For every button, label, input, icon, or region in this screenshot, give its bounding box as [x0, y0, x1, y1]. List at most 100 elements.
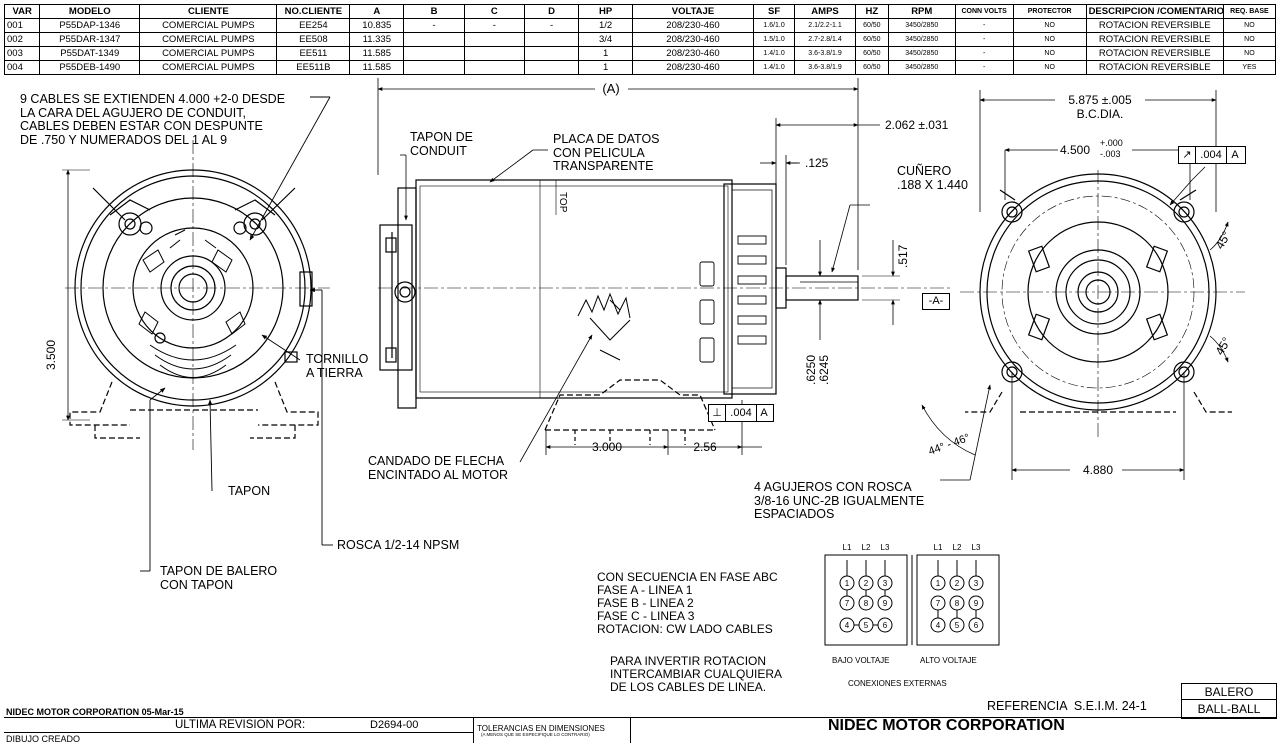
terminal-number: 2: [864, 579, 869, 588]
company-title: NIDEC MOTOR CORPORATION: [828, 717, 1065, 734]
dim-125: .125: [805, 156, 829, 170]
terminal-number: 7: [936, 599, 941, 608]
angle-45-bottom: 45°: [1212, 335, 1233, 358]
datum-ref: A: [1231, 149, 1239, 161]
rear-end-view: [62, 140, 330, 450]
spec-cell: 001: [3, 18, 41, 33]
reference-label: REFERENCIA S.E.I.M. 24-1: [987, 699, 1147, 713]
dim-2062: 2.062 ±.031: [885, 118, 949, 132]
external-connections-label: CONEXIONES EXTERNAS: [848, 679, 947, 688]
dim-6245: .6245: [817, 355, 831, 385]
perpendicular-icon: ⊥: [709, 405, 726, 421]
tolerancias-sub: (A MENOS QUE SE ESPECIFIQUE LO CONTRARIO…: [481, 732, 590, 737]
titleblock-rule: [4, 732, 473, 733]
side-view: [378, 179, 950, 445]
candado-label: CANDADO DE FLECHA ENCINTADO AL MOTOR: [368, 454, 509, 482]
datum-a-label: -A-: [922, 293, 950, 310]
terminal-number: 9: [883, 599, 888, 608]
runout-icon: ↗: [1179, 147, 1196, 163]
tapon-balero-label: TAPON DE BALERO CON TAPON: [160, 564, 278, 592]
tolerancias-label: TOLERANCIAS EN DIMENSIONES: [477, 724, 605, 733]
spec-cell: 208/230-460: [632, 60, 754, 75]
tapon-conduit-label: TAPON DE CONDUIT: [410, 130, 473, 158]
terminal-number: 4: [845, 621, 850, 630]
spec-cell: COMERCIAL PUMPS: [139, 60, 278, 75]
terminal-number: 1: [936, 579, 941, 588]
titleblock-top-rule: [4, 717, 1276, 718]
terminal-number: 3: [974, 579, 979, 588]
spec-cell: 1: [578, 60, 634, 75]
terminal-number: 8: [955, 599, 960, 608]
dim-4500-minus: -.003: [1100, 149, 1121, 159]
spec-cell: -: [954, 60, 1014, 75]
high-voltage-terminals: [930, 560, 984, 633]
high-line-label: L1: [934, 543, 943, 552]
dim-517: .517: [896, 244, 910, 268]
wiring-labels: L1 L2 L3 L1 L2 L3 1 2 3 7 8 9 4 5 6 1 2 …: [843, 543, 981, 630]
company-date: NIDEC MOTOR CORPORATION 05-Mar-15: [6, 707, 184, 717]
spec-cell: YES: [1222, 60, 1277, 75]
terminal-number: 9: [974, 599, 979, 608]
spec-cell: -: [954, 46, 1014, 61]
left-leaders: [140, 96, 333, 572]
front-dimensions: [921, 90, 1229, 481]
high-voltage-label: ALTO VOLTAJE: [920, 656, 977, 665]
invert-rotation-note: PARA INVERTIR ROTACION INTERCAMBIAR CUAL…: [610, 654, 783, 694]
terminal-number: 1: [845, 579, 850, 588]
cable-note: 9 CABLES SE EXTIENDEN 4.000 +2-0 DESDE L…: [20, 92, 286, 147]
titleblock-divider: [630, 717, 631, 743]
tapon-label: TAPON: [228, 484, 271, 498]
dim-bcdia: B.C.DIA.: [1077, 107, 1124, 121]
spec-cell: EE511B: [276, 60, 351, 75]
tolerance-frame-top: ↗.004 A: [1178, 146, 1246, 164]
placa-label: PLACA DE DATOS CON PELICULA TRANSPARENTE: [553, 132, 660, 173]
low-line-label: L2: [862, 543, 871, 552]
dim-256: 2.56: [693, 440, 717, 454]
balero-value: BALL-BALL: [1181, 699, 1277, 719]
terminal-number: 5: [955, 621, 960, 630]
dim-4500-plus: +.000: [1100, 138, 1123, 148]
phase-sequence-note: CON SECUENCIA EN FASE ABC FASE A - LINEA…: [597, 570, 778, 636]
angle-45-top: 45°: [1212, 229, 1233, 252]
spec-cell: 004: [3, 60, 41, 75]
top-marking: TOP: [557, 192, 568, 213]
drawing-number: D2694-00: [370, 719, 419, 731]
side-dimensions: [377, 78, 900, 463]
agujeros-label: 4 AGUJEROS CON ROSCA 3/8-16 UNC-2B IGUAL…: [754, 480, 925, 521]
spec-cell: 60/50: [854, 60, 889, 75]
datum-ref: A: [760, 407, 768, 419]
dim-6250: .6250: [804, 355, 818, 385]
dibujo-creado: DIBUJO CREADO: [6, 734, 81, 744]
high-line-label: L3: [972, 543, 981, 552]
spec-header-row: VAR MODELO CLIENTE NO.CLIENTE A B C D HP…: [3, 4, 1277, 19]
spec-cell: [463, 60, 525, 75]
titleblock-divider: [473, 717, 474, 743]
rosca-label: ROSCA 1/2-14 NPSM: [337, 538, 460, 552]
tolerance-value: .004: [1196, 147, 1227, 163]
terminal-number: 3: [883, 579, 888, 588]
tornillo-label: TORNILLO A TIERRA: [306, 352, 369, 380]
terminal-number: 5: [864, 621, 869, 630]
dim-a: (A): [602, 81, 619, 96]
low-voltage-label: BAJO VOLTAJE: [832, 656, 890, 665]
low-voltage-terminals: [839, 560, 893, 633]
front-end-view: [960, 170, 1245, 440]
terminal-number: 8: [864, 599, 869, 608]
terminal-number: 2: [955, 579, 960, 588]
high-line-label: L2: [953, 543, 962, 552]
terminal-number: 6: [974, 621, 979, 630]
low-line-label: L1: [843, 543, 852, 552]
low-line-label: L3: [881, 543, 890, 552]
terminal-number: 4: [936, 621, 941, 630]
terminal-number: 6: [883, 621, 888, 630]
dim-3000: 3.000: [592, 440, 622, 454]
terminal-number: 7: [845, 599, 850, 608]
dim-4880: 4.880: [1083, 463, 1113, 477]
spec-table: VAR MODELO CLIENTE NO.CLIENTE A B C D HP…: [3, 4, 1277, 75]
